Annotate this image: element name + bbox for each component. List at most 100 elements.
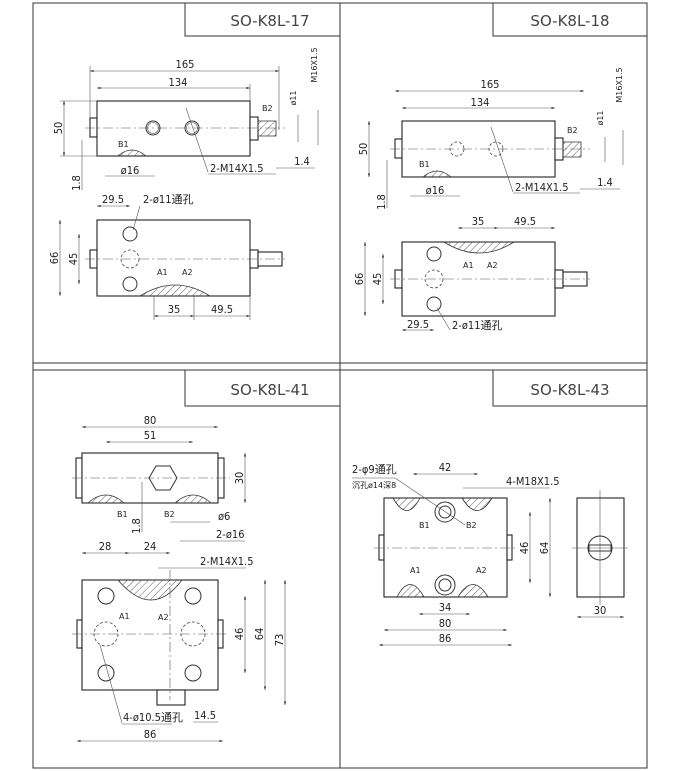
dim-73: 73 [273, 634, 286, 647]
dim-24: 24 [144, 540, 157, 553]
panel-title: SO-K8L-41 [230, 381, 309, 399]
dim-1-4: 1.4 [294, 155, 310, 168]
dim-50: 50 [357, 143, 370, 156]
dim-dia-11: ø11 [596, 110, 605, 125]
counterbore-callout: 沉孔ø14深8 [352, 481, 396, 490]
dim-1-8: 1.8 [375, 194, 388, 210]
through-holes-callout: 2-ø11通孔 [452, 319, 503, 332]
dim-165: 165 [481, 78, 500, 91]
dim-30: 30 [233, 472, 246, 485]
dim-64: 64 [538, 542, 551, 555]
dim-45: 45 [371, 273, 384, 286]
dim-35: 35 [168, 303, 181, 316]
thread-m18-callout: 4-M18X1.5 [506, 475, 560, 488]
dim-29-5: 29.5 [102, 193, 124, 206]
top-view-dimensions: 165 134 50 1.8 ø16 B1 B2 2-M14X1.5 1.4 M… [52, 47, 319, 191]
through-holes-callout: 2-φ9通孔 [352, 463, 397, 476]
thread-m14-callout: 2-M14X1.5 [515, 181, 569, 194]
panel-title: SO-K8L-43 [530, 381, 609, 399]
bottom-view: A1 A2 [390, 241, 590, 317]
port-b1: B1 [118, 140, 129, 149]
dimensions: 2-φ9通孔 沉孔ø14深8 42 4-M18X1.5 46 64 34 80 … [352, 461, 624, 647]
through-holes-callout: 2-ø11通孔 [143, 193, 194, 206]
top-view: B1 B2 [72, 452, 230, 519]
dim-1-8: 1.8 [130, 518, 143, 534]
dim-2-dia-16: 2-ø16 [216, 528, 245, 541]
thread-m14-callout: 2-M14X1.5 [200, 555, 254, 568]
top-view-dimensions: 165 134 50 1.8 ø16 B1 B2 2-M14X1.5 1.4 M… [357, 67, 624, 210]
dim-dia-16: ø16 [426, 184, 445, 197]
panel-title: SO-K8L-18 [530, 12, 609, 30]
dim-35: 35 [472, 215, 485, 228]
dim-dia-16: ø16 [121, 164, 140, 177]
dim-dia-11: ø11 [289, 90, 298, 105]
dim-80: 80 [439, 617, 452, 630]
dim-34: 34 [439, 601, 452, 614]
dim-86: 86 [144, 728, 157, 741]
dim-50: 50 [52, 122, 65, 135]
dim-134: 134 [471, 96, 490, 109]
port-b2: B2 [567, 126, 578, 135]
port-a1: A1 [119, 612, 130, 621]
panel-so-k8l-18: SO-K8L-18 165 134 50 1.8 ø16 B1 B2 [353, 2, 648, 332]
top-view [85, 100, 285, 157]
bottom-view: A1 A2 [72, 570, 228, 706]
front-view: B1 B2 A1 A2 [374, 497, 518, 598]
side-view [572, 490, 628, 605]
dim-30: 30 [594, 604, 607, 617]
dim-66: 66 [48, 252, 61, 265]
through-holes-callout: 4-ø10.5通孔 [123, 711, 183, 724]
dim-45: 45 [67, 253, 80, 266]
dim-80: 80 [144, 414, 157, 427]
dim-46: 46 [518, 542, 531, 555]
panel-so-k8l-41: SO-K8L-41 B1 B2 80 51 30 1.8 ø6 2-ø16 [72, 369, 341, 743]
dim-49-5: 49.5 [514, 215, 536, 228]
top-view-dimensions: 80 51 30 1.8 ø6 2-ø16 [82, 414, 247, 542]
dim-49-5: 49.5 [211, 303, 233, 316]
port-b2: B2 [262, 104, 273, 113]
dim-28: 28 [99, 540, 112, 553]
thread-m16: M16X1.5 [310, 47, 319, 82]
port-b2: B2 [466, 521, 477, 530]
dim-64: 64 [253, 628, 266, 641]
dim-1-8: 1.8 [70, 175, 83, 191]
top-view [390, 120, 590, 178]
dim-86: 86 [439, 632, 452, 645]
port-a2: A2 [476, 566, 487, 575]
dim-1-4: 1.4 [597, 176, 613, 189]
port-a1: A1 [157, 268, 168, 277]
dim-14-5: 14.5 [194, 709, 216, 722]
panel-so-k8l-17: SO-K8L-17 165 134 50 1.8 ø16 B1 [48, 2, 341, 320]
plug-icon [587, 535, 613, 561]
dim-29-5: 29.5 [407, 318, 429, 331]
dim-46: 46 [233, 628, 246, 641]
dim-134: 134 [169, 76, 188, 89]
dim-66: 66 [353, 273, 366, 286]
port-a1: A1 [463, 261, 474, 270]
title-box [184, 369, 341, 407]
panel-title: SO-K8L-17 [230, 12, 309, 30]
thread-m14-callout: 2-M14X1.5 [210, 162, 264, 175]
thread-m16: M16X1.5 [615, 67, 624, 102]
port-a2: A2 [487, 261, 498, 270]
bottom-view: A1 A2 [85, 219, 285, 297]
port-a2: A2 [182, 268, 193, 277]
port-b2: B2 [164, 510, 175, 519]
panel-so-k8l-43: SO-K8L-43 B1 B2 A1 A2 2-φ9通孔 沉孔ø14 [352, 369, 648, 647]
dim-42: 42 [439, 461, 452, 474]
dim-51: 51 [144, 429, 157, 442]
bottom-view-dimensions: 28 24 2-M14X1.5 46 64 73 14.5 4-ø10.5通孔 … [77, 540, 287, 743]
title-box [184, 2, 341, 37]
title-box [492, 2, 648, 37]
dim-165: 165 [176, 58, 195, 71]
title-box [492, 369, 648, 407]
port-b1: B1 [419, 160, 430, 169]
bottom-view-dimensions: 29.5 2-ø11通孔 66 45 35 49.5 [48, 193, 251, 320]
bottom-view-dimensions: 35 49.5 66 45 29.5 2-ø11通孔 [353, 215, 555, 332]
port-b1: B1 [419, 521, 430, 530]
port-b1: B1 [117, 510, 128, 519]
port-a1: A1 [410, 566, 421, 575]
dim-dia-6: ø6 [218, 510, 230, 523]
